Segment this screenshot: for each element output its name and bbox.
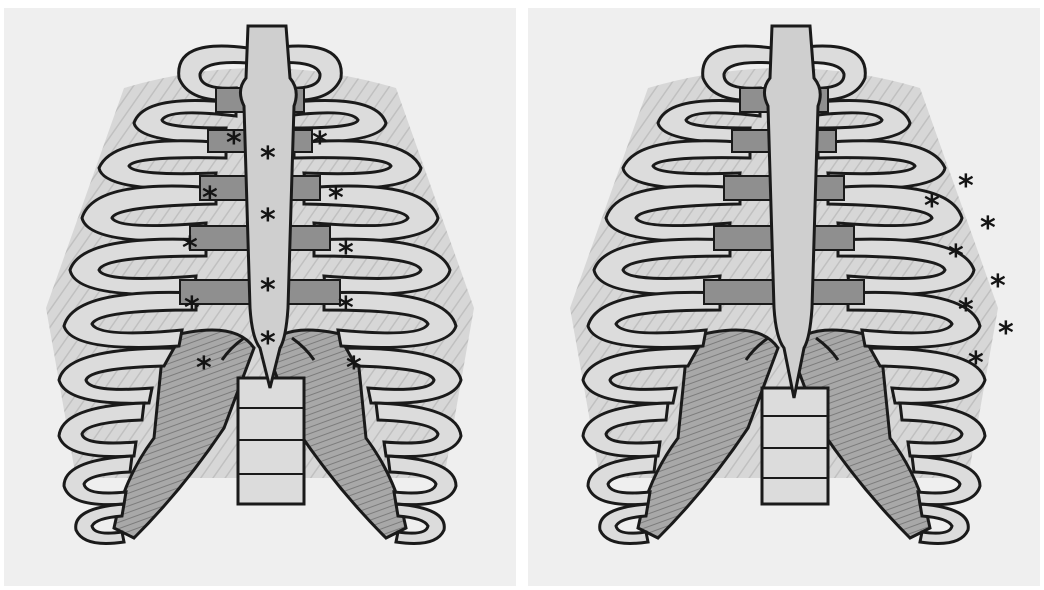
marker: * [328, 181, 344, 216]
marker: * [346, 351, 362, 386]
marker: * [182, 231, 198, 266]
marker: * [958, 169, 974, 204]
marker: * [312, 126, 328, 161]
marker: * [990, 269, 1006, 304]
rib-cage-drawing-right: * * * * * * * * [528, 8, 1040, 586]
marker: * [338, 236, 354, 271]
marker: * [924, 189, 940, 224]
rib-cage-drawing-left: * * * * * * * * * * * * * * [4, 8, 516, 586]
left-panel: * * * * * * * * * * * * * * [4, 8, 516, 586]
marker: * [260, 203, 276, 238]
marker: * [998, 316, 1014, 351]
marker: * [958, 293, 974, 328]
marker: * [948, 239, 964, 274]
marker: * [184, 291, 200, 326]
marker: * [196, 351, 212, 386]
marker: * [260, 326, 276, 361]
marker: * [968, 346, 984, 381]
marker: * [980, 211, 996, 246]
marker: * [260, 273, 276, 308]
panel-divider [519, 0, 525, 590]
right-panel: * * * * * * * * [528, 8, 1040, 586]
marker: * [202, 181, 218, 216]
vertebral-column [762, 388, 828, 504]
marker: * [260, 141, 276, 176]
vertebral-column [238, 378, 304, 504]
marker: * [338, 291, 354, 326]
marker: * [226, 126, 242, 161]
